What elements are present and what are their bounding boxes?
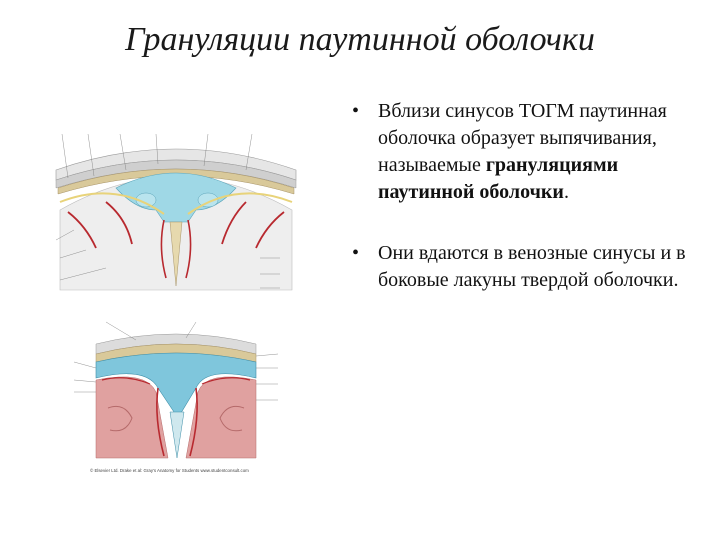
- anatomy-figures: © Elsevier Ltd. Drake et al: Gray's Anat…: [46, 118, 308, 482]
- bullet-marker: •: [352, 242, 360, 264]
- bullet-marker: •: [352, 100, 360, 122]
- lower-diagram: [73, 321, 279, 459]
- bullet-item-1: • Вблизи синусов ТОГМ паутинная оболочка…: [348, 98, 698, 206]
- slide-title: Грануляции паутинной оболочки: [125, 21, 595, 58]
- arachnoid-granulation-illustration: © Elsevier Ltd. Drake et al: Gray's Anat…: [55, 124, 297, 473]
- bullet-bold-term: грануляциями паутинной оболочки: [378, 154, 619, 203]
- bullet-item-2: • Они вдаются в венозные синусы и в боко…: [348, 240, 698, 294]
- bullet-text: Они вдаются в венозные синусы и в боковы…: [378, 242, 686, 291]
- bullet-text-end: .: [563, 181, 569, 203]
- bullet-list: • Вблизи синусов ТОГМ паутинная оболочка…: [348, 98, 698, 294]
- bullet-text: Вблизи синусов ТОГМ паутинная оболочка о…: [378, 100, 667, 176]
- upper-diagram: [55, 124, 297, 294]
- figure-caption: © Elsevier Ltd. Drake et al: Gray's Anat…: [90, 468, 249, 473]
